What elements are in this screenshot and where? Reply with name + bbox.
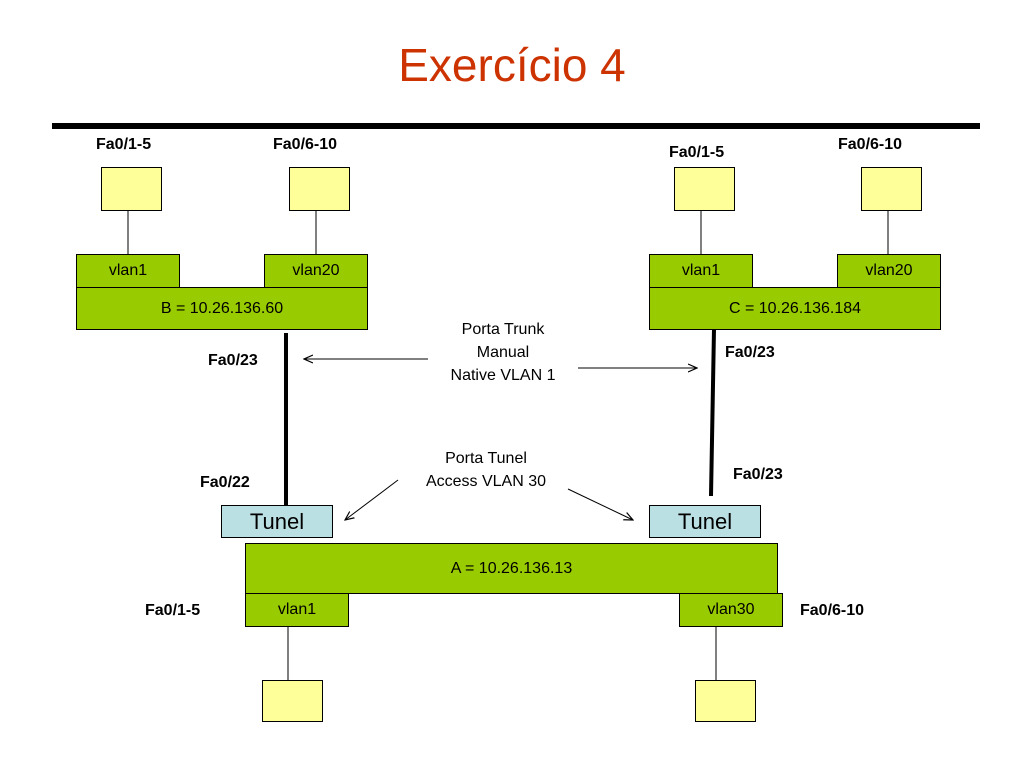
switch-c-trunk-port: Fa0/23: [725, 344, 775, 361]
switch-a-ports-right: Fa0/6-10: [800, 602, 865, 619]
host-computer: [695, 680, 756, 722]
vlan-label: vlan1: [108, 262, 148, 279]
tunnel-label: Tunel: [249, 508, 305, 534]
tunnel-label: Tunel: [677, 508, 733, 534]
trunk-note-line: Porta Trunk: [461, 321, 545, 338]
switch-c-label: C = 10.26.136.184: [728, 299, 862, 317]
trunk-note: Porta Trunk Manual Native VLAN 1: [418, 318, 588, 387]
slide-title: Exercício 4: [398, 39, 626, 91]
trunk-note-line: Manual: [476, 344, 530, 361]
switch-a-ports-left: Fa0/1-5: [145, 602, 201, 619]
tunnel-arrow-right: [567, 488, 633, 520]
trunk-link-c: [709, 328, 716, 497]
switch-a-uplink-port-right: Fa0/23: [733, 466, 783, 483]
switch-b-vlan-right: vlan20: [264, 254, 368, 288]
tunnel-arrow-left: [345, 479, 399, 520]
vlan-label: vlan20: [292, 262, 340, 279]
switch-a-vlan-right: vlan30: [679, 593, 783, 627]
switch-b-body: B = 10.26.136.60: [76, 287, 368, 330]
switch-b-ports-right: Fa0/6-10: [273, 136, 338, 153]
switch-c-body: C = 10.26.136.184: [649, 287, 941, 330]
host-computer: [101, 167, 162, 211]
vlan-label: vlan1: [277, 601, 317, 618]
tunnel-port-right: Tunel: [649, 505, 761, 538]
switch-a-uplink-port-left: Fa0/22: [200, 474, 250, 491]
tunnel-note-line: Access VLAN 30: [425, 473, 547, 490]
switch-a-vlan-left: vlan1: [245, 593, 349, 627]
switch-c-ports-right: Fa0/6-10: [838, 136, 903, 153]
host-computer: [861, 167, 922, 211]
trunk-note-line: Native VLAN 1: [450, 367, 556, 384]
tunnel-port-left: Tunel: [221, 505, 333, 538]
host-computer: [674, 167, 735, 211]
switch-c-vlan-left: vlan1: [649, 254, 753, 288]
switch-a-body: A = 10.26.136.13: [245, 543, 778, 594]
switch-a-label: A = 10.26.136.13: [450, 559, 573, 577]
host-computer: [262, 680, 323, 722]
switch-b-ports-left: Fa0/1-5: [96, 136, 152, 153]
vlan-label: vlan30: [707, 601, 755, 618]
vlan-label: vlan20: [865, 262, 913, 279]
tunnel-note: Porta Tunel Access VLAN 30: [396, 447, 576, 493]
vlan-label: vlan1: [681, 262, 721, 279]
host-computer: [289, 167, 350, 211]
switch-b-trunk-port: Fa0/23: [208, 352, 258, 369]
tunnel-note-line: Porta Tunel: [445, 450, 527, 467]
switch-c-vlan-right: vlan20: [837, 254, 941, 288]
switch-b-label: B = 10.26.136.60: [160, 299, 284, 317]
switch-c-ports-left: Fa0/1-5: [669, 144, 725, 161]
switch-b-vlan-left: vlan1: [76, 254, 180, 288]
